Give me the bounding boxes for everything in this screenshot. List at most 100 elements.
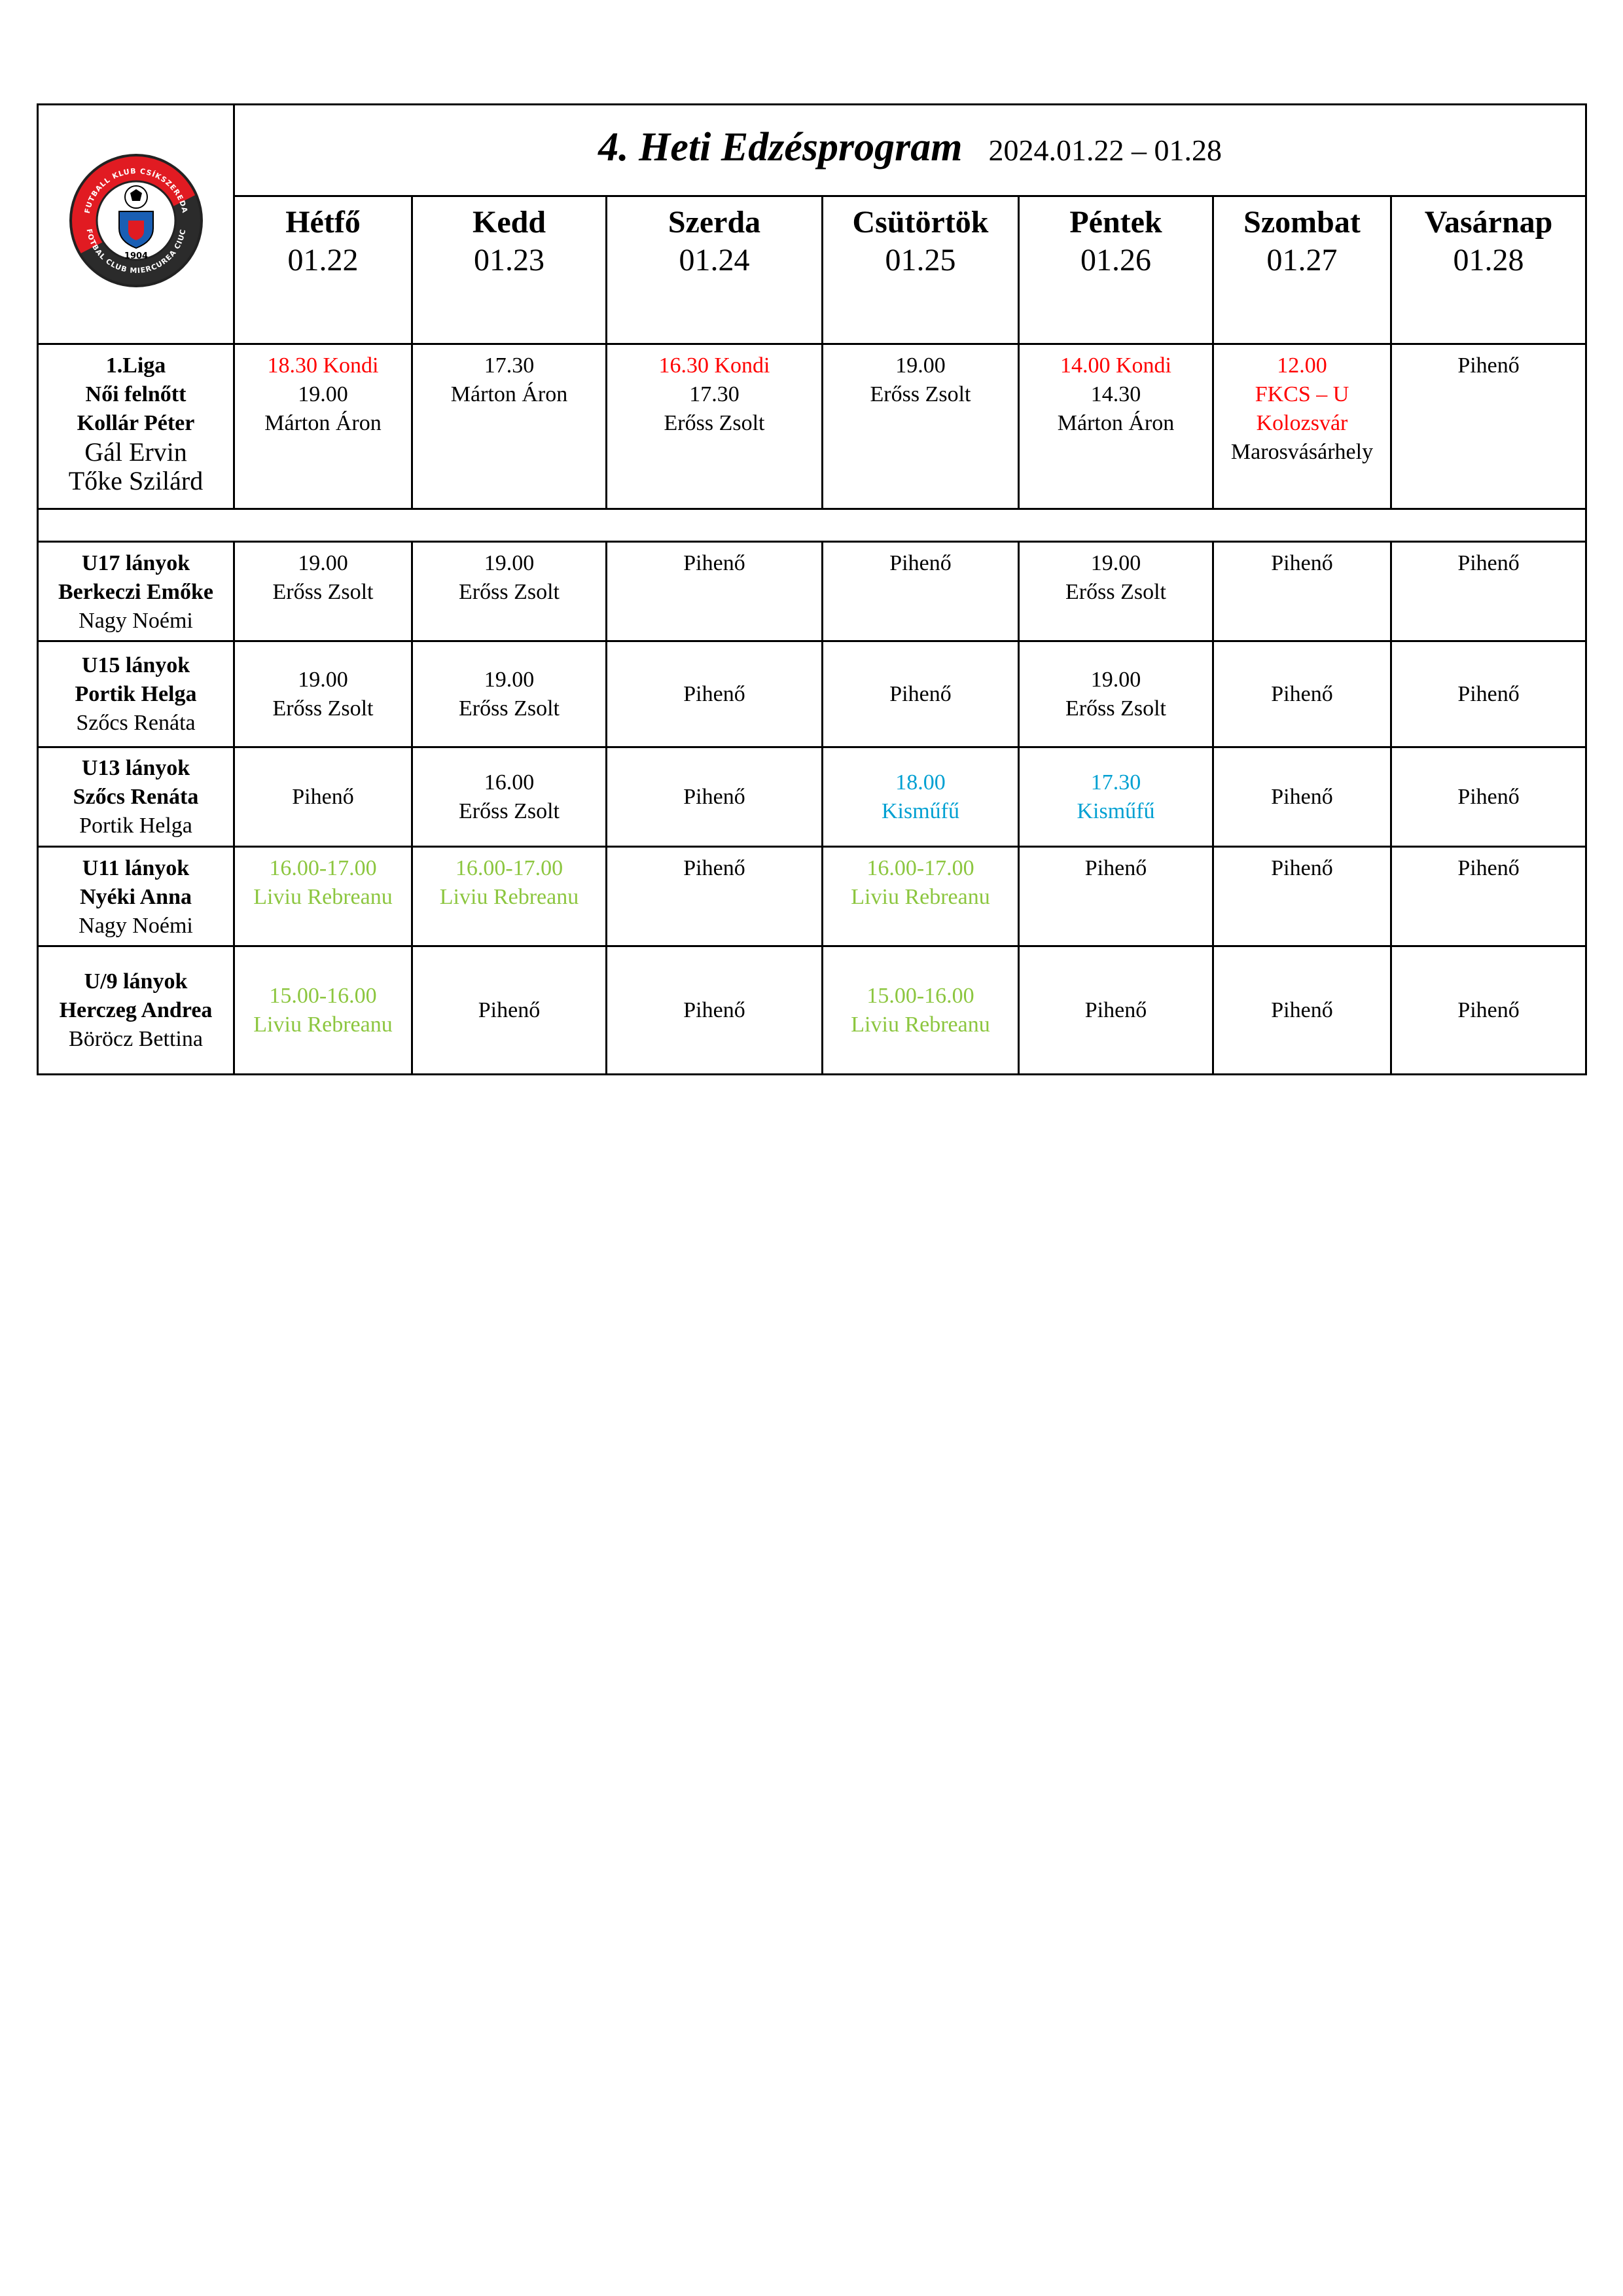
schedule-cell: Pihenő [411,945,607,1075]
head-coach: Kollár Péter [77,411,195,435]
assistant-coach: Böröcz Bettina [69,1026,203,1051]
schedule-entry: Erőss Zsolt [1065,580,1166,604]
coach: Tőke Szilárd [68,466,204,495]
day-date: 01.23 [474,243,544,278]
schedule-cell: Pihenő [1389,746,1588,848]
head-coach: Szőcs Renáta [73,784,199,809]
schedule-cell: Pihenő [1389,640,1588,748]
schedule-entry: 14.00 Kondi [1060,353,1171,378]
schedule-entry: 19.00 [484,667,535,692]
schedule-entry: 19.00 [1090,667,1141,692]
schedule-entry: Pihenő [889,681,952,706]
schedule-entry: Pihenő [1271,856,1333,880]
schedule-cell: Pihenő [233,746,413,848]
schedule-entry: 19.00 [1090,551,1141,575]
schedule-entry: Pihenő [1457,997,1520,1022]
schedule-entry: Liviu Rebreanu [253,885,393,909]
schedule-entry: Pihenő [683,681,745,706]
schedule-cell: Pihenő [821,541,1020,642]
assistant-coach: Szőcs Renáta [76,710,196,735]
schedule-entry: 17.30 [1090,770,1141,795]
schedule-entry: 16.00-17.00 [269,856,377,880]
day-name: Szombat [1243,205,1361,240]
schedule-entry: Pihenő [1084,997,1147,1022]
schedule-entry: 19.00 [298,667,348,692]
assistant-coach: Nagy Noémi [79,914,193,938]
day-date: 01.22 [287,243,359,278]
schedule-cell: Pihenő [1389,343,1588,510]
team-name: U15 lányok [81,653,190,677]
schedule-cell: Pihenő [1212,846,1392,947]
schedule-cell: Pihenő [1018,945,1214,1075]
schedule-cell: Pihenő [1212,945,1392,1075]
schedule-entry: 19.00 [298,382,348,406]
head-coach: Berkeczi Emőke [58,580,213,604]
schedule-entry: 17.30 [689,382,740,406]
schedule-cell: Pihenő [1389,541,1588,642]
training-schedule-table: FUTBALL KLUB CSÍKSZEREDA FOTBAL CLUB MIE… [36,103,1588,1075]
logo-cell: FUTBALL KLUB CSÍKSZEREDA FOTBAL CLUB MIE… [37,103,235,345]
schedule-entry: Pihenő [683,997,745,1022]
schedule-entry: Pihenő [1084,856,1147,880]
schedule-entry: Pihenő [478,997,541,1022]
schedule-cell: Pihenő [605,541,823,642]
schedule-cell: Pihenő [1389,945,1588,1075]
team-name: U11 lányok [82,856,190,880]
schedule-cell: Pihenő [1212,541,1392,642]
schedule-entry: Erőss Zsolt [459,798,560,823]
schedule-entry: 16.00-17.00 [455,856,563,880]
schedule-entry: Kisműfű [882,798,959,823]
schedule-entry: Kolozsvár [1256,411,1348,435]
schedule-entry: Márton Áron [1057,411,1175,435]
spacer-row [36,508,1588,543]
schedule-entry: Pihenő [1271,997,1333,1022]
schedule-entry: Erőss Zsolt [272,580,374,604]
team-cell-liga: 1.Liga Női felnőtt Kollár Péter Gál Ervi… [37,343,235,510]
schedule-entry: 15.00-16.00 [269,983,377,1008]
assistant-coach: Nagy Noémi [79,609,193,633]
team-name: 1.Liga [105,353,166,378]
day-date: 01.27 [1266,243,1338,278]
day-name: Hétfő [285,205,361,240]
schedule-entry: 19.00 [895,353,946,378]
head-coach: Portik Helga [75,681,197,706]
schedule-entry: Pihenő [1457,353,1520,378]
schedule-cell: Pihenő [605,746,823,848]
schedule-entry: Erőss Zsolt [664,411,765,435]
schedule-entry: 17.30 [484,353,535,378]
schedule-entry: Pihenő [683,784,745,809]
schedule-entry: 12.00 [1277,353,1327,378]
schedule-entry: Liviu Rebreanu [439,885,579,909]
team-name: U17 lányok [81,551,190,575]
team-name: U/9 lányok [84,969,188,994]
schedule-entry: Pihenő [683,551,745,575]
schedule-entry: Pihenő [1271,681,1333,706]
schedule-entry: FKCS – U [1255,382,1349,406]
schedule-cell: Pihenő [1389,846,1588,947]
schedule-entry: Márton Áron [264,411,382,435]
schedule-entry: 19.00 [484,551,535,575]
